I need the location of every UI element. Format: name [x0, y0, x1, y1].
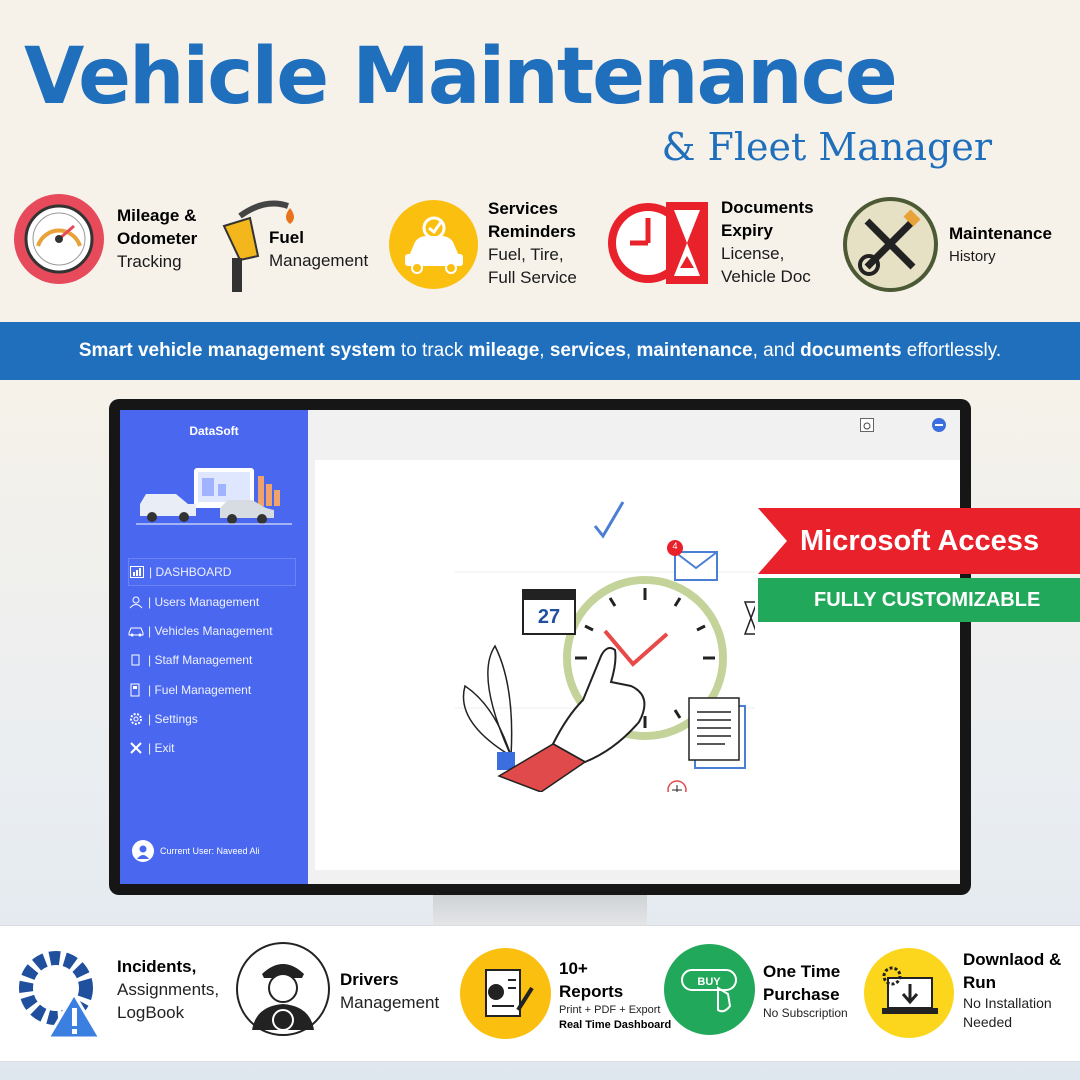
microsoft-access-ribbon: Microsoft Access	[758, 508, 1080, 574]
nav-vehicles-management[interactable]: | Vehicles Management	[128, 617, 296, 645]
wrench-screwdriver-icon	[843, 197, 938, 292]
monitor-stand	[433, 895, 647, 925]
nav-staff-management[interactable]: | Staff Management	[128, 646, 296, 674]
feature-drivers: Drivers Management	[340, 970, 440, 1012]
tagline-banner: Smart vehicle management system to track…	[0, 322, 1080, 380]
staff-icon	[128, 653, 144, 667]
nav-settings[interactable]: | Settings	[128, 705, 296, 733]
bottom-features: Incidents, Assignments, LogBook Drivers …	[0, 925, 1080, 1062]
page-subtitle: & Fleet Manager	[661, 125, 992, 169]
brand-name: DataSoft	[189, 424, 239, 438]
car-service-icon	[389, 200, 478, 289]
clock-hourglass-icon	[604, 198, 712, 288]
feature-reports: 10+ Reports Print + PDF + Export Real Ti…	[559, 959, 672, 1031]
app-window: DataSoft | DASHBOARD | Use	[120, 410, 960, 884]
buy-button-icon: BUY	[664, 944, 755, 1035]
chart-icon	[129, 565, 145, 579]
fuel-nozzle-icon	[220, 196, 305, 294]
current-user: Current User: Naveed Ali	[132, 840, 260, 862]
nav-fuel-management[interactable]: | Fuel Management	[128, 676, 296, 704]
feature-download: Downlaod & Run No Installation Needed	[963, 950, 1062, 1030]
restore-window-button[interactable]	[860, 418, 874, 432]
feature-incidents: Incidents, Assignments, LogBook	[117, 957, 220, 1022]
car-icon	[128, 624, 144, 638]
users-icon	[128, 595, 144, 609]
fleet-illustration	[136, 454, 292, 528]
nav-exit[interactable]: | Exit	[128, 734, 296, 762]
mail-badge: 4	[672, 541, 678, 551]
sidebar: DataSoft | DASHBOARD | Use	[120, 410, 308, 884]
customizable-ribbon: FULLY CUSTOMIZABLE	[758, 578, 1080, 622]
speedometer-icon	[14, 194, 104, 284]
report-icon	[460, 948, 551, 1039]
calendar-day: 27	[537, 606, 561, 628]
nav-users-management[interactable]: | Users Management	[128, 588, 296, 616]
incident-gear-warning-icon	[14, 944, 106, 1044]
dashboard-illustration: 27 4	[315, 486, 885, 800]
svg-text:BUY: BUY	[697, 976, 721, 988]
page-title: Vehicle Maintenance	[24, 32, 898, 122]
close-icon	[128, 741, 144, 755]
minimize-button[interactable]	[932, 418, 946, 432]
nav-dashboard[interactable]: | DASHBOARD	[128, 558, 296, 586]
avatar	[132, 840, 154, 862]
download-run-icon	[864, 948, 954, 1038]
fuel-icon	[128, 683, 144, 697]
gear-icon	[128, 712, 144, 726]
driver-icon	[236, 942, 330, 1036]
feature-purchase: One Time Purchase No Subscription	[763, 962, 848, 1020]
